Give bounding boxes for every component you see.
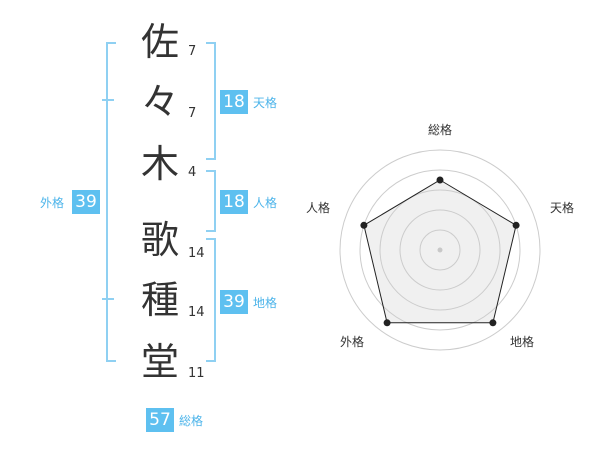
name-char-1: 佐 [140,20,179,64]
name-char-2: 々 [140,80,179,124]
gaikaku-label: 外格 [40,196,65,210]
chikaku-value-badge: 39 [220,290,248,314]
stroke-count-6: 11 [188,366,205,381]
stroke-count-5: 14 [188,305,205,320]
radar-label-chikaku: 地格 [510,335,535,349]
tenkaku-bracket [206,42,216,160]
radar-point-人格 [360,221,368,229]
radar-ring-5 [339,149,541,351]
jinkaku-label: 人格 [253,196,278,210]
gaikaku-bracket [106,42,116,362]
name-char-6: 堂 [140,340,179,384]
radar-point-総格 [436,176,444,184]
radar-ring-3 [379,189,501,311]
soukaku-value-badge: 57 [146,408,174,432]
radar-outline [363,179,517,324]
radar-label-jinkaku: 人格 [306,201,331,215]
gaikaku-bracket-tick-2 [102,298,114,300]
gaikaku-bracket-tick-1 [102,99,114,101]
tenkaku-label: 天格 [253,96,278,110]
name-char-5: 種 [140,278,179,322]
radar-point-外格 [383,319,391,327]
radar-ring-1 [419,229,461,271]
radar-ring-2 [399,209,481,291]
radar-center-dot [437,247,443,253]
stroke-count-4: 14 [188,246,205,261]
jinkaku-value-badge: 18 [220,190,248,214]
chikaku-bracket [206,238,216,362]
stroke-count-1: 7 [188,44,197,59]
stroke-count-3: 4 [188,165,197,180]
radar-label-gaikaku: 外格 [340,335,365,349]
radar-ring-4 [359,169,521,331]
tenkaku-value-badge: 18 [220,90,248,114]
name-char-4: 歌 [140,218,179,262]
stroke-count-2: 7 [188,106,197,121]
gaikaku-value-badge: 39 [72,190,100,214]
jinkaku-bracket [206,170,216,232]
radar-point-天格 [512,221,520,229]
radar-label-tenkaku: 天格 [550,201,575,215]
chikaku-label: 地格 [253,296,278,310]
name-char-3: 木 [140,142,179,186]
soukaku-label: 総格 [179,414,204,428]
radar-point-地格 [489,319,497,327]
radar-label-soukaku: 総格 [428,123,453,137]
